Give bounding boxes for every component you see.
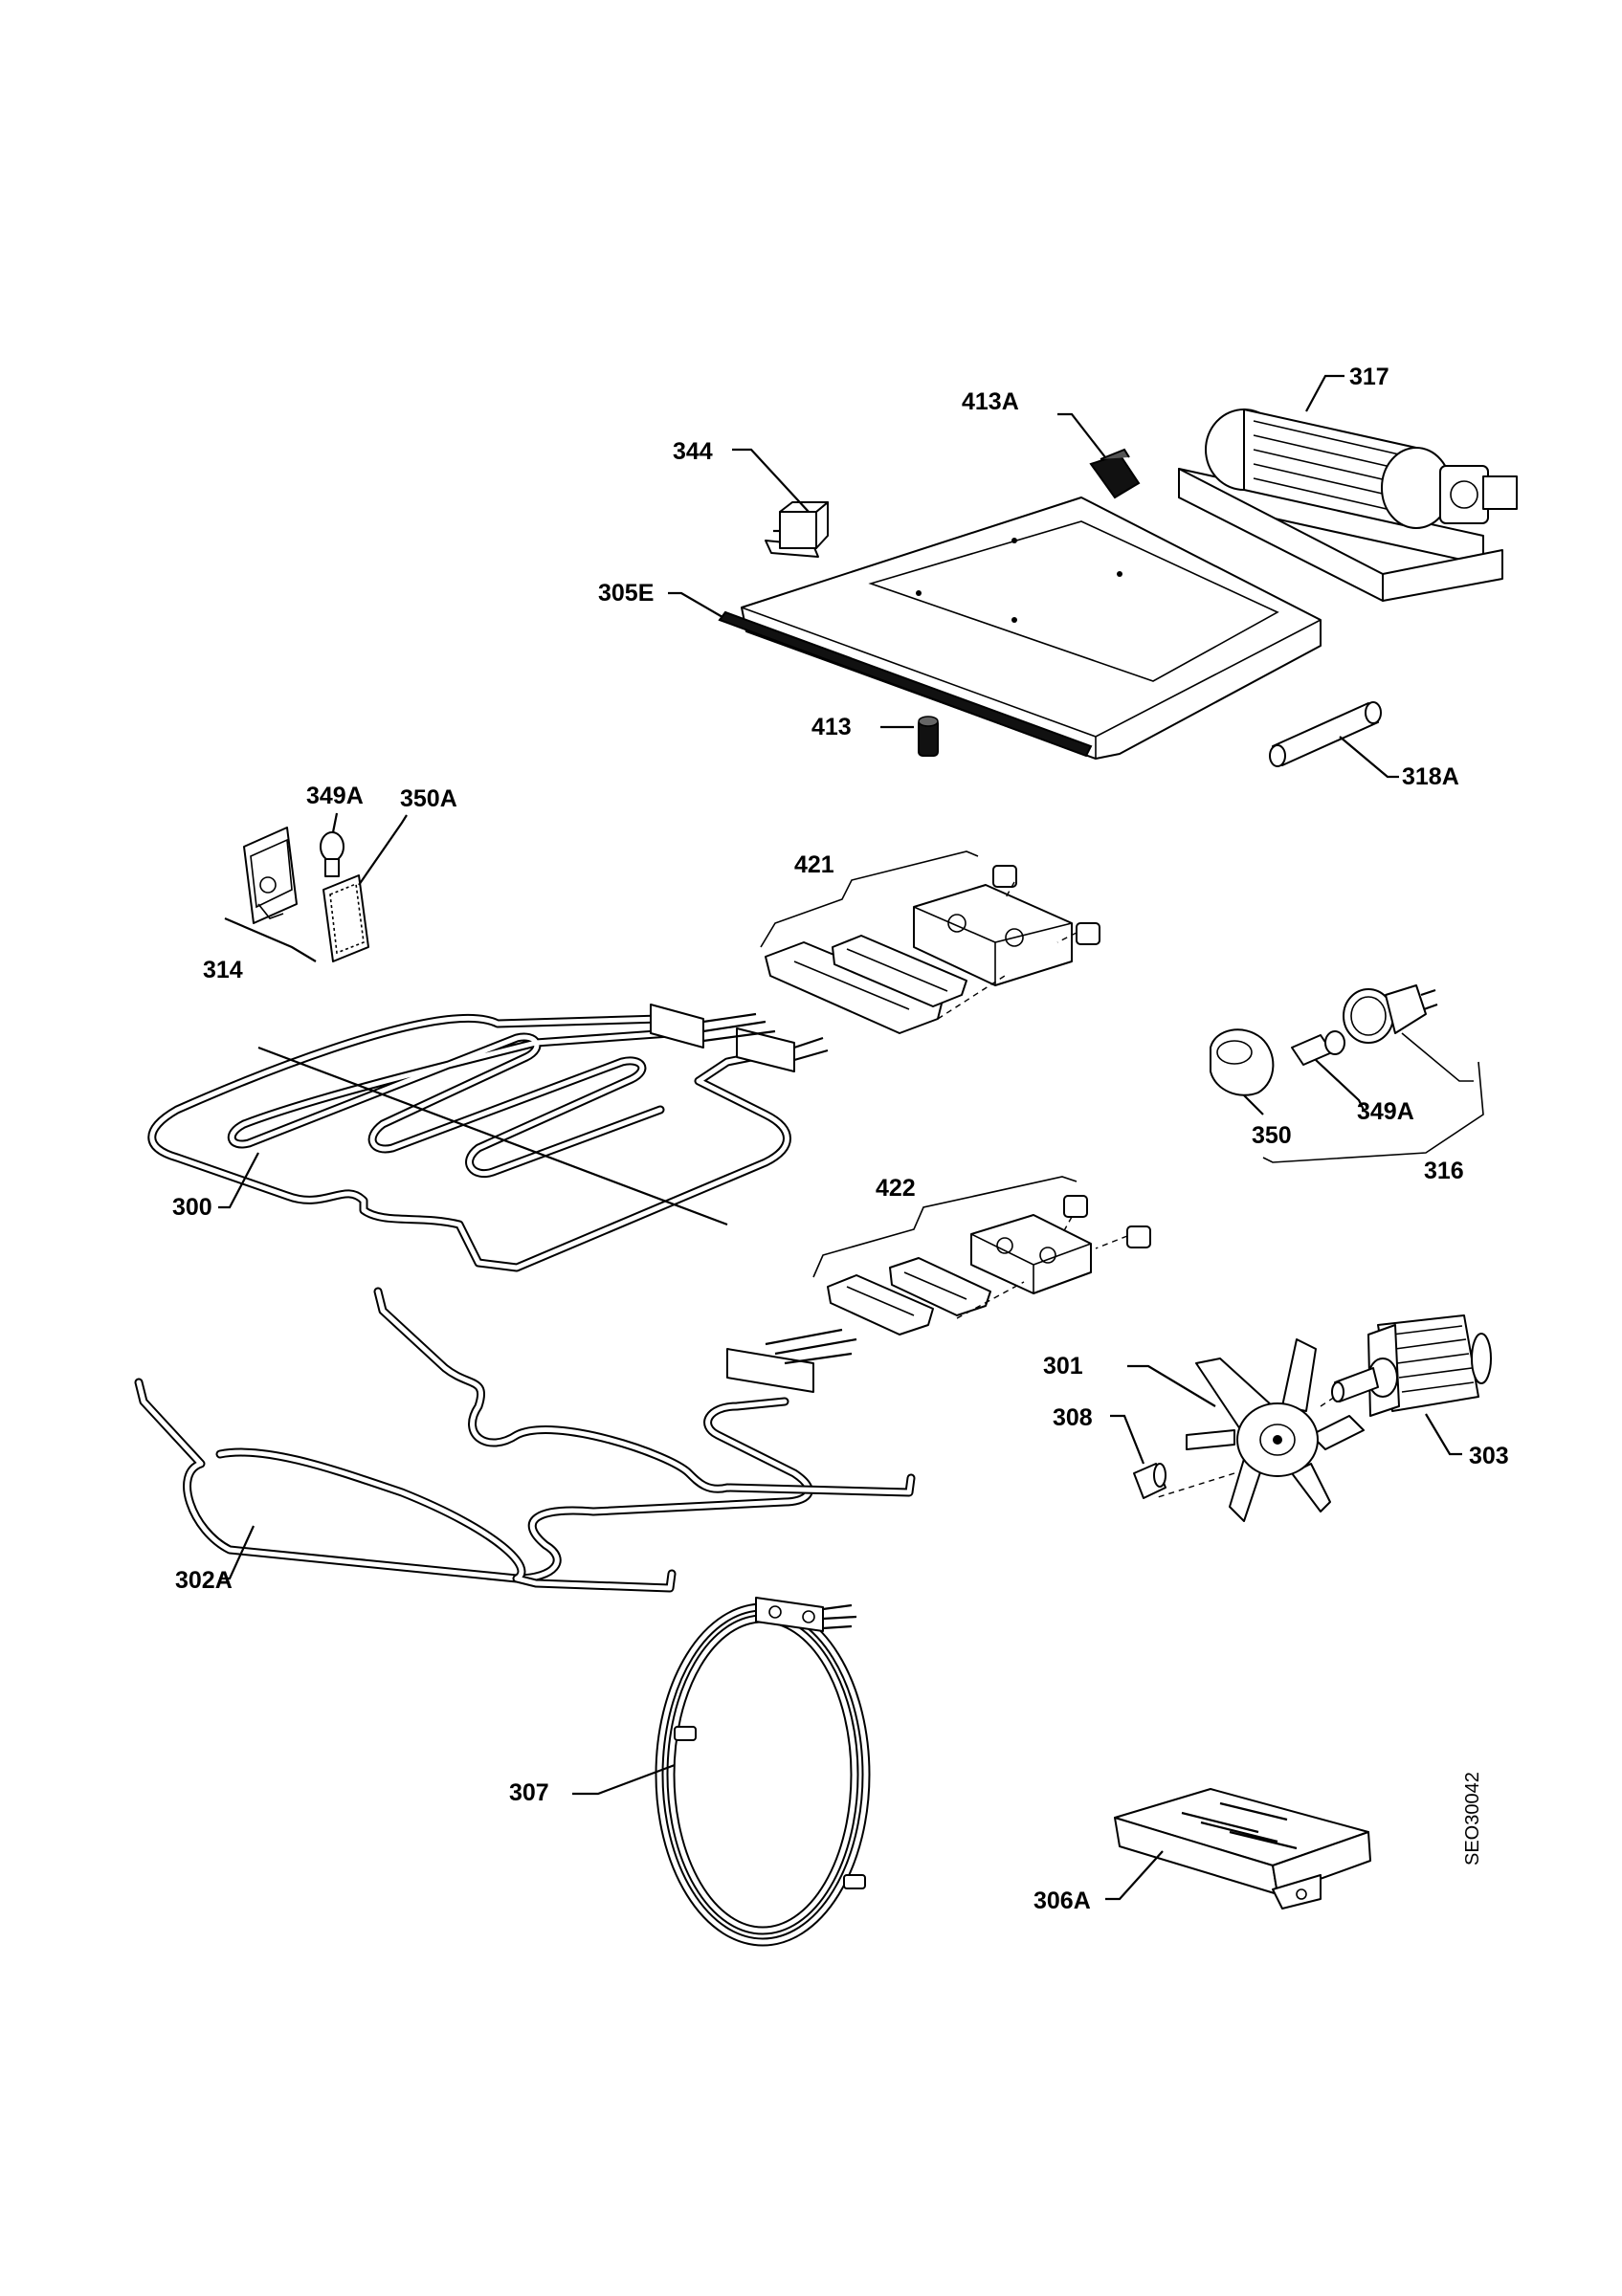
svg-text:302A: 302A (175, 1567, 233, 1594)
label-317: 317 (1305, 364, 1389, 412)
svg-text:318A: 318A (1402, 763, 1459, 790)
label-413: 413 (811, 714, 914, 740)
label-421: 421 (760, 850, 979, 948)
svg-text:316: 316 (1424, 1158, 1464, 1184)
svg-text:303: 303 (1469, 1443, 1509, 1469)
part-301-fan-motor (1331, 1314, 1492, 1417)
svg-text:349A: 349A (1357, 1098, 1414, 1125)
part-305E-cover-plate (718, 497, 1322, 760)
label-307: 307 (509, 1763, 676, 1806)
label-306A: 306A (1033, 1850, 1164, 1914)
label-318A: 318A (1339, 736, 1459, 790)
svg-text:413A: 413A (962, 388, 1019, 415)
svg-text:317: 317 (1349, 364, 1389, 390)
label-300: 300 (172, 1152, 259, 1221)
label-308: 302A (175, 1525, 256, 1594)
svg-text:307: 307 (509, 1779, 549, 1806)
label-316: 316 (1262, 1032, 1484, 1184)
label-413A: 413A (962, 388, 1106, 458)
part-316-oven-lamp (1210, 984, 1438, 1096)
part-300-upper-heating-element (147, 1004, 829, 1272)
label-349A-top: 349A (306, 783, 364, 833)
part-318A-tube (1269, 701, 1382, 767)
label-344: 344 (673, 438, 810, 513)
part-306A-cover-grid (1114, 1788, 1371, 1910)
label-302A: 301 (1043, 1353, 1216, 1407)
label-314: 314 (203, 916, 317, 983)
part-308-lower-heating-element (134, 1287, 916, 1593)
svg-text:422: 422 (876, 1175, 916, 1202)
part-314-lamp-housing (243, 827, 369, 962)
part-303-nut (1133, 1463, 1167, 1499)
drawing-code: SEO30042 (1462, 1772, 1483, 1866)
part-421-terminal-block (765, 865, 1100, 1034)
part-307-circular-heating-element (655, 1597, 871, 1947)
svg-text:413: 413 (811, 714, 852, 740)
svg-text:421: 421 (794, 851, 834, 878)
svg-text:350: 350 (1252, 1122, 1292, 1149)
svg-text:300: 300 (172, 1194, 212, 1221)
part-317-tangential-fan (1178, 408, 1518, 602)
label-301: 303 (1425, 1413, 1509, 1469)
part-413A-clip (1089, 448, 1141, 499)
svg-text:308: 308 (1053, 1404, 1093, 1431)
svg-text:306A: 306A (1033, 1888, 1091, 1914)
part-413-screw (918, 716, 939, 757)
label-349A-right: 349A (1315, 1059, 1414, 1125)
part-422-terminal-block (827, 1195, 1151, 1336)
label-422: 422 (812, 1175, 1078, 1278)
svg-text:350A: 350A (400, 785, 457, 812)
svg-text:349A: 349A (306, 783, 364, 809)
svg-text:344: 344 (673, 438, 713, 465)
svg-text:305E: 305E (598, 580, 654, 607)
label-350A: 350A (358, 785, 457, 886)
part-344-switch (765, 501, 829, 558)
svg-text:301: 301 (1043, 1353, 1083, 1380)
svg-text:314: 314 (203, 957, 243, 983)
label-303: 308 (1053, 1404, 1145, 1465)
part-302A-fan-blade (1157, 1338, 1365, 1522)
label-350: 350 (1243, 1094, 1292, 1149)
label-305E: 305E (598, 580, 723, 618)
